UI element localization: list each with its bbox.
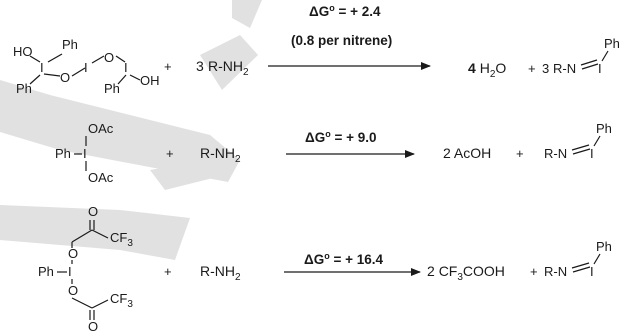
- atom-label: O: [88, 204, 98, 219]
- byproduct: 2 CF3COOH: [427, 263, 505, 283]
- plus-sign: +: [516, 146, 524, 161]
- watermark-stroke: [200, 35, 258, 90]
- bond: [115, 55, 126, 63]
- nitrene-rn: R-N: [544, 146, 567, 161]
- bond: [117, 74, 127, 85]
- atom-label: Ph: [55, 146, 71, 161]
- bond: [129, 74, 141, 81]
- atom-label: O: [68, 246, 78, 261]
- watermark-shapes: [0, 0, 262, 260]
- bond: [593, 135, 601, 147]
- watermark-stroke: [0, 80, 240, 182]
- double-bond: [572, 148, 591, 155]
- atom-label: CF3: [110, 230, 133, 249]
- nitrene-rn: R-N: [544, 264, 567, 279]
- atom-label: OAc: [88, 121, 114, 136]
- atom-label: I: [68, 264, 72, 279]
- bond: [593, 253, 601, 265]
- free-energy-label: ΔGo = + 16.4: [304, 251, 384, 267]
- nitrene-1: 3 R-N I Ph: [542, 36, 620, 76]
- bond: [71, 229, 93, 243]
- reaction-3: O CF3 O Ph I O CF3 O + R-NH2 ΔGo = + 16.…: [38, 204, 612, 333]
- free-energy-note: (0.8 per nitrene): [291, 33, 392, 48]
- plus-sign: +: [528, 61, 536, 76]
- amine-coefficient: 3: [196, 58, 204, 74]
- atom-label: OAc: [88, 170, 114, 185]
- amine-formula: R-NH2: [208, 58, 249, 78]
- bond: [91, 229, 109, 239]
- atom-label: HO: [13, 44, 33, 59]
- atom-label: I: [40, 60, 44, 75]
- free-energy-label: ΔGo = + 9.0: [305, 129, 377, 145]
- watermark-stroke: [150, 160, 225, 190]
- nitrene-iodine: I: [598, 61, 602, 76]
- double-bond: [580, 59, 598, 66]
- bond: [71, 67, 86, 77]
- bond: [91, 55, 105, 64]
- nitrene-3: R-N I Ph: [544, 239, 612, 279]
- atom-label: O: [60, 70, 70, 85]
- amine-formula: R-NH2: [200, 145, 241, 165]
- atom-label: O: [104, 50, 114, 65]
- atom-label: I: [83, 146, 87, 161]
- plus-sign: +: [166, 146, 174, 161]
- byproduct: 2 AcOH: [443, 145, 491, 161]
- reaction-2: OAc Ph I OAc + R-NH2 ΔGo = + 9.0 2 AcOH …: [55, 121, 612, 185]
- nitrene-iodine: I: [590, 264, 594, 279]
- atom-label: CF3: [110, 291, 133, 310]
- nitrene-phenyl: Ph: [604, 36, 620, 51]
- byproduct: 4 H2O: [468, 60, 506, 80]
- atom-label: I: [124, 60, 128, 75]
- bond: [29, 74, 41, 85]
- double-bond: [571, 144, 590, 151]
- reaction-1: HO Ph I O I O I OH Ph Ph + 3 R-NH2 ΔGo =…: [13, 3, 620, 96]
- watermark-stroke: [232, 0, 262, 28]
- nitrene-coefficient: 3: [542, 61, 549, 76]
- atom-label: Ph: [62, 37, 78, 52]
- bond: [91, 299, 109, 309]
- nitrene-phenyl: Ph: [596, 121, 612, 136]
- plus-sign: +: [164, 59, 172, 74]
- atom-label: Ph: [16, 81, 32, 96]
- amine-formula: R-NH2: [200, 263, 241, 283]
- atom-label: OH: [140, 73, 160, 88]
- amine-1: 3 R-NH2: [196, 58, 249, 78]
- atom-label: O: [68, 283, 78, 298]
- double-bond: [581, 63, 599, 70]
- bond: [43, 73, 61, 77]
- atom-label: Ph: [38, 264, 54, 279]
- plus-sign: +: [530, 264, 538, 279]
- plus-sign: +: [164, 264, 172, 279]
- bond: [29, 55, 41, 63]
- oxidant-2: OAc Ph I OAc: [55, 121, 114, 185]
- atom-label: O: [88, 319, 98, 333]
- free-energy-label: ΔGo = + 2.4: [309, 3, 381, 19]
- nitrene-iodine: I: [590, 146, 594, 161]
- bond: [71, 297, 93, 309]
- oxidant-3: O CF3 O Ph I O CF3 O: [38, 204, 133, 333]
- atom-label: Ph: [104, 81, 120, 96]
- bond: [47, 53, 63, 63]
- bond: [601, 50, 609, 62]
- double-bond: [571, 262, 590, 269]
- nitrene-2: R-N I Ph: [544, 121, 612, 161]
- nitrene-phenyl: Ph: [596, 239, 612, 254]
- double-bond: [572, 266, 591, 273]
- atom-label: I: [84, 60, 88, 75]
- nitrene-rn: R-N: [553, 61, 576, 76]
- oxidant-1: HO Ph I O I O I OH Ph Ph: [13, 37, 160, 96]
- watermark-stroke: [0, 205, 190, 260]
